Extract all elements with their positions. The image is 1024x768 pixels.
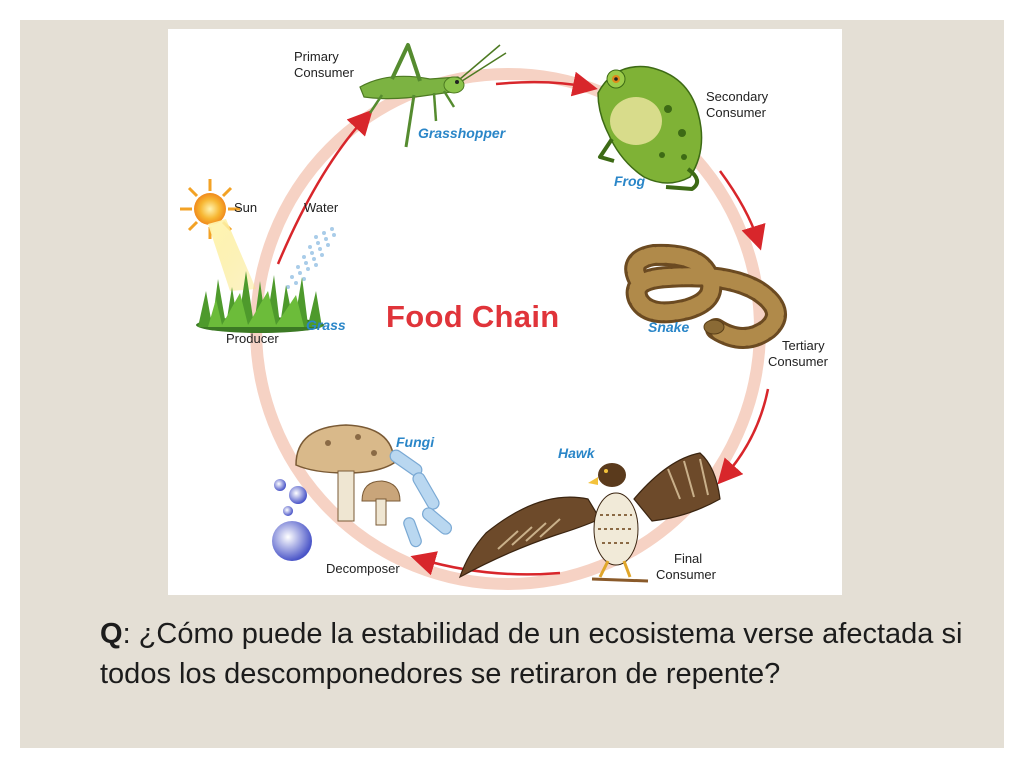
food-chain-figure: Primary Consumer Grasshopper Secondary C… — [168, 29, 842, 595]
bacteria-icon — [389, 449, 453, 548]
hawk-label: Hawk — [558, 445, 595, 461]
water-label: Water — [304, 200, 339, 215]
secondary-consumer-line-2: Consumer — [706, 105, 766, 120]
arrow-tertiary-to-final — [717, 388, 770, 485]
sun-label: Sun — [234, 200, 258, 215]
arrow-producer-to-primary — [276, 109, 373, 265]
arrow-final-to-decomposer — [410, 551, 561, 576]
primary-consumer-label: Primary Consumer — [294, 49, 354, 81]
producer-label: Producer — [226, 331, 279, 346]
final-consumer-line-1: Final — [674, 551, 703, 566]
mushroom-icon — [295, 424, 401, 526]
water-drops-icon — [286, 227, 336, 289]
question-prefix: Q — [100, 618, 123, 650]
spores-icon — [272, 479, 312, 561]
food-chain-diagram — [180, 43, 787, 590]
snake-icon — [624, 243, 787, 349]
grasshopper-icon — [359, 43, 507, 148]
decomposer-label: Decomposer — [326, 561, 400, 576]
diagram-title: Food Chain — [386, 299, 560, 334]
snake-label: Snake — [648, 319, 690, 335]
final-consumer-label: Final Consumer — [656, 551, 716, 583]
grass-label: Grass — [306, 317, 346, 333]
question-text: Q: ¿Cómo puede la estabilidad de un ecos… — [100, 614, 980, 694]
slide-background: Primary Consumer Grasshopper Secondary C… — [20, 20, 1004, 748]
sun-icon — [180, 179, 240, 239]
frog-icon — [597, 65, 703, 191]
tertiary-consumer-line-1: Tertiary — [782, 338, 825, 353]
arrow-primary-to-secondary — [495, 71, 598, 97]
sunlight-beam — [208, 219, 256, 291]
secondary-consumer-label: Secondary Consumer — [706, 89, 768, 121]
hawk-icon — [458, 452, 721, 583]
tertiary-consumer-line-2: Consumer — [768, 354, 828, 369]
arrow-secondary-to-tertiary — [718, 170, 766, 251]
primary-consumer-line-2: Consumer — [294, 65, 354, 80]
final-consumer-line-2: Consumer — [656, 567, 716, 582]
grasshopper-label: Grasshopper — [418, 125, 506, 141]
frog-label: Frog — [614, 173, 646, 189]
tertiary-consumer-label: Tertiary Consumer — [768, 338, 828, 370]
primary-consumer-line-1: Primary — [294, 49, 339, 64]
fungi-label: Fungi — [396, 434, 435, 450]
question-body: : ¿Cómo puede la estabilidad de un ecosi… — [100, 618, 963, 690]
secondary-consumer-line-1: Secondary — [706, 89, 769, 104]
grass-icon — [196, 271, 324, 333]
